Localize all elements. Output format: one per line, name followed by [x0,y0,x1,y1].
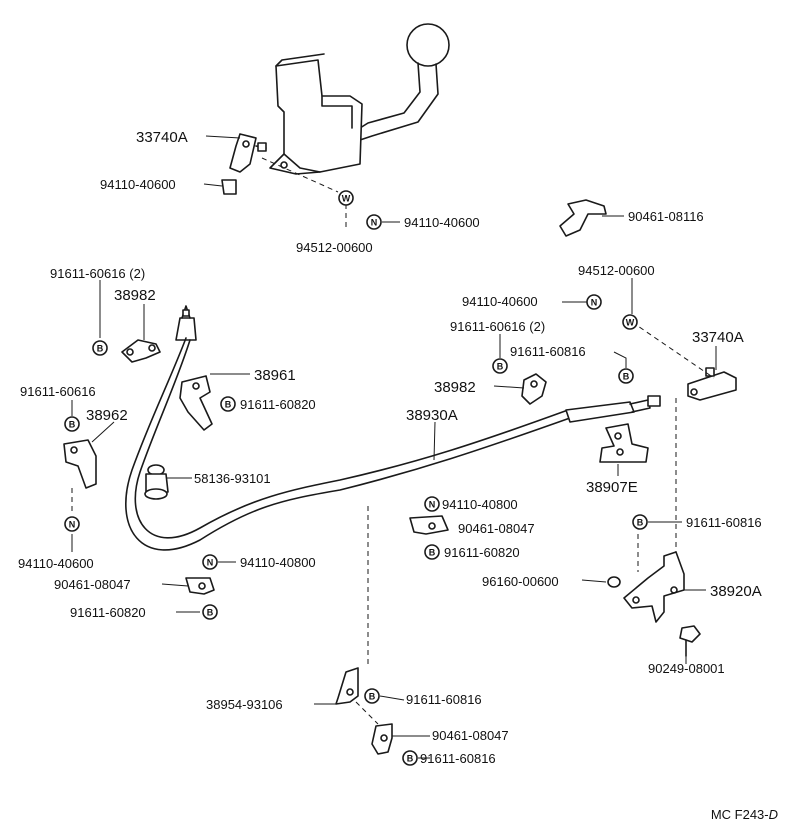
label-90461-08116: 90461-08116 [628,209,704,224]
nut-badge-lower-left: N [202,554,218,570]
label-90461-08047-lower-left: 90461-08047 [54,577,131,592]
bracket-38962 [63,439,97,489]
guide-lines [71,157,715,725]
grommet-58136-93101 [144,464,169,500]
figure-reference: MC F243-D [711,807,778,822]
washer-badge-top: W [338,190,354,206]
bolt-badge-right-top: B [618,368,634,384]
bolt-badge-38961: B [220,396,236,412]
clamp-bottom [371,723,393,755]
bracket-38982-right [521,373,547,405]
svg-text:B: B [225,400,232,410]
bracket-33740a-top [221,133,267,195]
label-91611-60816-right-top: 91611-60816 [510,344,586,359]
label-94110-40800-lower-left: 94110-40800 [240,555,316,570]
svg-text:B: B [207,608,214,618]
bolt-badge-bottom-1: B [364,688,380,704]
label-91611-60816-bottom-2: 91611-60816 [420,751,496,766]
label-91611-60616-2-left: 91611-60616 (2) [50,266,145,281]
bolt-badge-left-1: B [92,340,108,356]
bolt-badge-left-2: B [64,416,80,432]
label-90461-08047-bottom: 90461-08047 [432,728,509,743]
svg-text:B: B [637,518,644,528]
bolt-badge-mid: B [424,544,440,560]
label-38962: 38962 [86,407,128,424]
label-33740a-right: 33740A [692,329,744,346]
svg-text:B: B [97,344,104,354]
part-labels: 33740A 94110-40600 94512-00600 94110-406… [18,129,762,766]
label-96160-00600: 96160-00600 [482,574,559,589]
bolt-badge-lower-left: B [202,604,218,620]
leader-lines [71,135,717,759]
figure-reference-suffix: D [768,807,778,822]
bolt-badge-right-mid: B [632,514,648,530]
bracket-38907e [599,423,649,463]
nut-badge-right: N [586,294,602,310]
svg-text:B: B [369,692,376,702]
svg-text:W: W [626,318,635,328]
shift-lever-assembly [269,23,450,175]
label-58136-93101: 58136-93101 [194,471,271,486]
clamp-90461-08116 [559,199,607,237]
bolt-badge-bottom-2: B [402,750,418,766]
figure-reference-code: MC F243- [710,807,769,822]
clamp-lower-left [185,577,215,595]
label-38930a: 38930A [406,407,458,424]
label-94110-40800-mid: 94110-40800 [442,497,518,512]
badges: W N B B N B N W B B N B B N B B B [64,190,648,766]
label-94110-40600-right: 94110-40600 [462,294,538,309]
bolt-90249-08001 [679,625,701,657]
label-94110-40600-top: 94110-40600 [100,177,176,192]
bracket-38954-93106 [335,667,359,705]
label-90249-08001: 90249-08001 [648,661,725,676]
label-91611-60616-left: 91611-60616 [20,384,96,399]
bracket-38982-left [121,339,161,363]
label-91611-60816-bottom-1: 91611-60816 [406,692,482,707]
clamp-mid [409,515,449,535]
bracket-38920a [607,551,685,623]
label-90461-08047-mid: 90461-08047 [458,521,535,536]
label-38961: 38961 [254,367,296,384]
svg-text:N: N [207,558,214,568]
label-94110-40600-left: 94110-40600 [18,556,94,571]
svg-text:N: N [591,298,598,308]
label-91611-60820-lower-left: 91611-60820 [70,605,146,620]
label-38954-93106: 38954-93106 [206,697,283,712]
nut-badge-mid: N [424,496,440,512]
label-94512-00600-top: 94512-00600 [296,240,373,255]
nut-badge-mid-top: N [366,214,382,230]
svg-text:B: B [69,420,76,430]
label-38907e: 38907E [586,479,638,496]
cable-38930a [125,305,661,551]
label-94110-40600-mid-top: 94110-40600 [404,215,480,230]
svg-text:B: B [623,372,630,382]
washer-badge-right: W [622,314,638,330]
label-33740a-top: 33740A [136,129,188,146]
svg-text:N: N [69,520,76,530]
svg-text:N: N [371,218,378,228]
bolt-badge-right-2: B [492,358,508,374]
svg-text:W: W [342,194,351,204]
label-91611-60816-right-mid: 91611-60816 [686,515,762,530]
label-91611-60616-2-right: 91611-60616 (2) [450,319,545,334]
label-91611-60820-mid: 91611-60820 [444,545,520,560]
svg-text:B: B [497,362,504,372]
bracket-38961 [179,375,213,431]
label-38982-left: 38982 [114,287,156,304]
svg-text:B: B [429,548,436,558]
bracket-33740a-right [687,367,737,401]
label-91611-60820-38961: 91611-60820 [240,397,316,412]
label-38982-right: 38982 [434,379,476,396]
label-94512-00600-right: 94512-00600 [578,263,655,278]
nut-badge-left: N [64,516,80,532]
label-38920a: 38920A [710,583,762,600]
svg-text:B: B [407,754,414,764]
svg-text:N: N [429,500,436,510]
